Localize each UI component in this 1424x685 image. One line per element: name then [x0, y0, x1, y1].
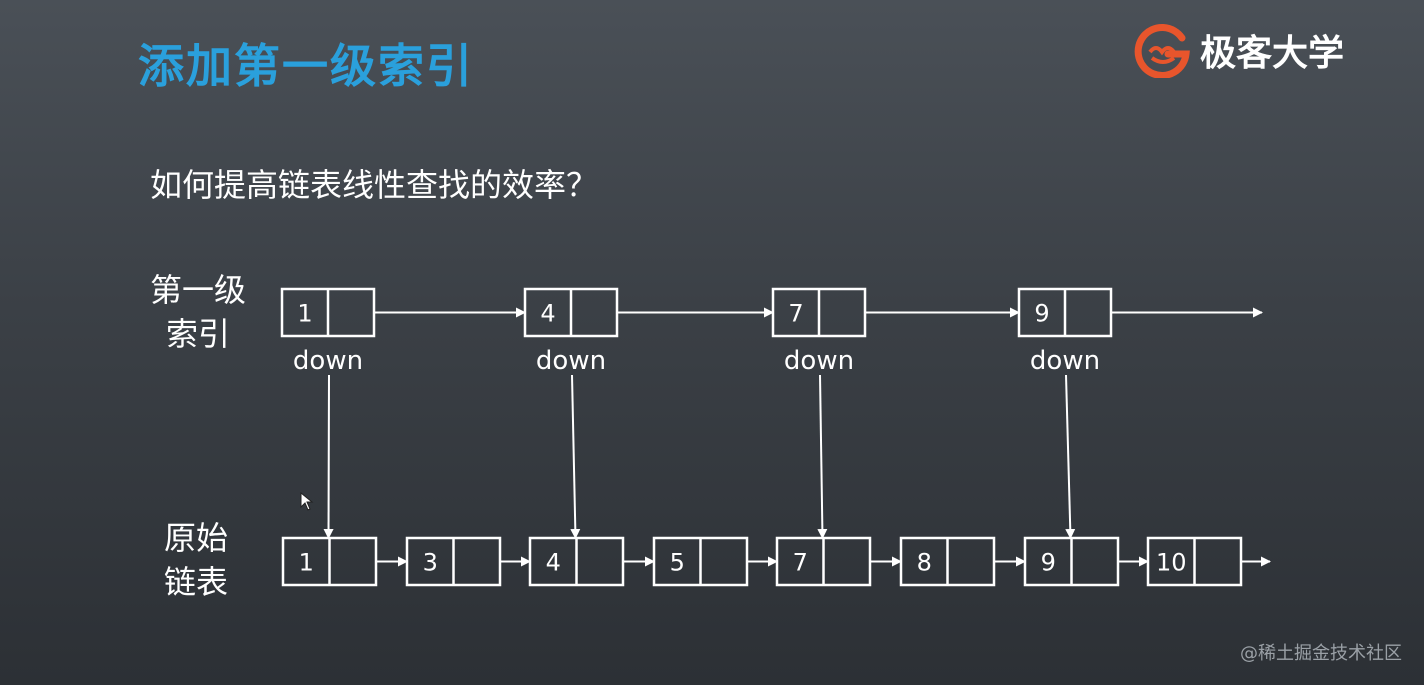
- index-label-line1: 第一级: [149, 271, 246, 309]
- index-node-4-value: 9: [1034, 300, 1049, 328]
- list-label-line2: 链表: [163, 563, 228, 601]
- list-node-5-value: 7: [793, 549, 808, 577]
- index-label-line2: 索引: [165, 315, 230, 353]
- mouse-cursor-icon: [300, 492, 314, 511]
- list-node-8-value: 10: [1156, 549, 1187, 577]
- list-node-2-value: 3: [423, 549, 438, 577]
- list-node-4-value: 5: [670, 549, 685, 577]
- index-row-label: 第一级 索引: [143, 268, 253, 356]
- index-node-2-value: 4: [540, 300, 555, 328]
- down-arrow-4: [1065, 374, 1076, 539]
- logo: 极客大学: [1134, 18, 1374, 78]
- index-node-3-down-label: down: [784, 346, 854, 376]
- down-arrow-3: [817, 374, 828, 539]
- down-arrow-2: [570, 374, 581, 539]
- slide-title: 添加第一级索引: [138, 39, 474, 93]
- list-label-line1: 原始: [163, 519, 228, 557]
- down-arrow-1: [323, 374, 334, 539]
- list-row-label: 原始 链表: [141, 516, 251, 604]
- index-node-1-down-label: down: [293, 346, 363, 376]
- watermark: @稀土掘金技术社区: [1240, 643, 1402, 664]
- index-node-3-value: 7: [788, 300, 803, 328]
- index-node-2-down-label: down: [536, 346, 606, 376]
- list-node-3-value: 4: [546, 549, 561, 577]
- question-text: 如何提高链表线性查找的效率？: [150, 166, 599, 204]
- index-node-1-value: 1: [297, 300, 312, 328]
- list-node-6-value: 8: [917, 549, 932, 577]
- list-node-1-value: 1: [299, 549, 314, 577]
- index-node-4-down-label: down: [1030, 346, 1100, 376]
- logo-text: 极客大学: [1200, 33, 1345, 74]
- list-node-7-value: 9: [1041, 549, 1056, 577]
- geekbang-logo-icon: [1134, 23, 1190, 78]
